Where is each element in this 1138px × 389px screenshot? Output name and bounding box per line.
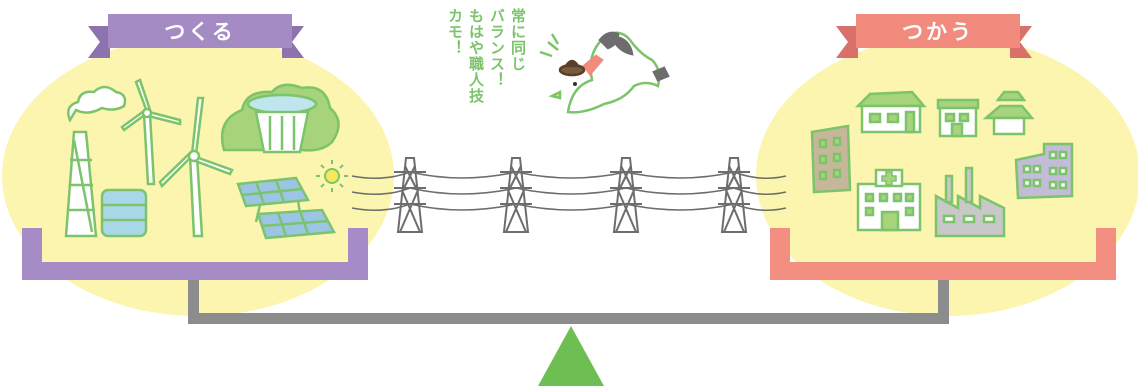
speech-line: 常に同じ [509, 8, 527, 72]
power-tower-icon [718, 157, 750, 233]
use-banner: つかう [856, 14, 1020, 48]
tall-building-icon [1014, 142, 1074, 200]
make-banner: つくる [108, 14, 292, 48]
make-banner-label: つくる [164, 20, 236, 44]
apartment-icon [936, 98, 980, 138]
power-tower-icon [500, 157, 532, 233]
bird-speech: 常に同じ バランス！ もはや職人技 カモ！ [418, 8, 528, 138]
house-icon [854, 90, 927, 134]
speech-line: もはや職人技 [467, 8, 485, 104]
seesaw [188, 278, 949, 324]
sun-icon [316, 160, 348, 192]
fulcrum-triangle [538, 326, 604, 386]
use-banner-label: つかう [902, 20, 974, 44]
wind-turbine-icon [120, 78, 182, 186]
solar-panel-icon [256, 208, 337, 240]
tank-icon [100, 188, 148, 238]
smokestack-icon [64, 85, 127, 238]
power-lines [351, 171, 787, 212]
wind-turbine-icon [158, 96, 234, 238]
hospital-icon [856, 168, 922, 232]
left-frame [22, 228, 368, 280]
right-banner-tail [836, 26, 858, 58]
power-tower-icon [394, 157, 426, 233]
factory-icon [934, 166, 1006, 238]
power-tower-icon [610, 157, 642, 233]
solar-panel-icon [236, 176, 311, 223]
office-building-icon [810, 124, 852, 194]
left-banner-tail [88, 26, 110, 58]
right-frame [770, 228, 1116, 280]
bird-icon [539, 31, 670, 114]
dam-icon [220, 83, 340, 154]
shrine-icon [982, 90, 1035, 136]
speech-line: カモ！ [446, 8, 464, 56]
speech-line: バランス！ [488, 8, 506, 88]
